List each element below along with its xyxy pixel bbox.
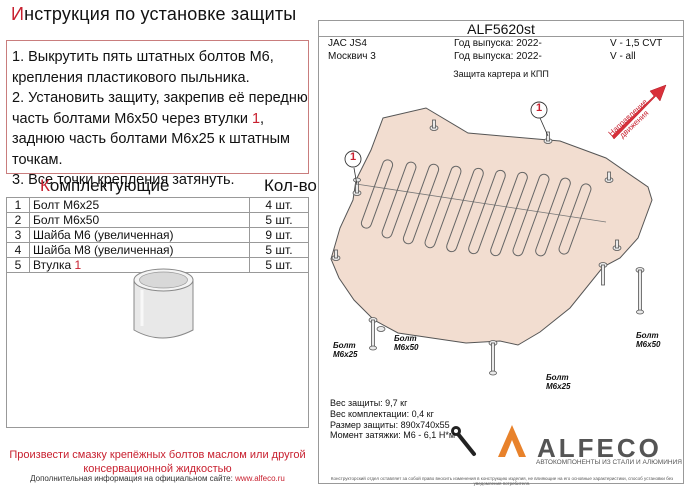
website-link[interactable]: www.alfeco.ru [235,474,285,483]
step-2: 2. Установить защиту, закрепив её передн… [12,90,308,168]
bolt-lower-2 [598,262,608,286]
page-title: Инструкция по установке защиты [11,4,297,24]
qty-title: Кол-во [264,176,317,195]
product-code: ALF5620st [467,21,535,37]
instructions-box [6,40,309,174]
bolt-top-2 [543,131,553,144]
protection-plate [330,107,653,346]
kit-title: Комплектующие [40,176,170,195]
spec-torque: Момент затяжки: М6 - 6,1 Н*м [330,430,456,441]
vehicle-engine-2: V - all [610,51,636,62]
vehicle-year-2: Год выпуска: 2022- [454,51,542,62]
spec-weight: Вес защиты: 9,7 кг [330,398,408,408]
instruction-steps: 1. Выкрутить пять штатных болтов М6, кре… [12,47,308,191]
brand-tagline: АВТОКОМПОНЕНТЫ ИЗ СТАЛИ И АЛЮМИНИЯ [536,459,682,466]
bolt-bottom-1 [488,340,498,376]
alfeco-logo-icon [498,425,526,457]
spec-kit-weight: Вес комплектации: 0,4 кг [330,408,434,419]
bushing-illustration [133,268,194,339]
step-2-callout-number: 1 [251,110,261,127]
website-info: Дополнительная информация на официальном… [30,474,285,483]
callout-number-1: 1 [349,151,357,163]
direction-arrow-icon [611,84,667,140]
brand-name: ALFECO [537,433,662,463]
callout-number-2: 1 [535,102,543,114]
bolt-lower-3 [635,267,645,315]
bolts [331,119,645,376]
bolt-left-1 [331,249,341,261]
bolt-bottom-2 [376,326,386,332]
spec-size: Размер защиты: 890х740х55 [330,419,450,430]
kit-illustration-area [6,254,309,428]
drawing-subtitle: Защита картера и КПП [453,69,549,79]
vehicle-year-1: Год выпуска: 2022- [454,38,542,49]
wrench-icon [451,426,476,456]
bolt-right-1 [604,171,614,183]
specifications: Вес защиты: 9,7 кг Вес комплектации: 0,4… [330,398,455,441]
vehicle-engine-1: V - 1,5 CVT [610,38,663,49]
bolt-top-1 [429,119,439,131]
step-1: 1. Выкрутить пять штатных болтов М6, кре… [12,49,274,86]
step-3: 3. Все точки крепления затянуть. [12,172,235,188]
disclaimer: Конструкторский отдел оставляет за собой… [330,476,674,486]
vehicle-model-2: Москвич 3 [328,51,376,62]
header-divider [318,36,684,37]
vehicle-model-1: JAC JS4 [328,38,367,49]
drawing-frame [318,20,684,484]
lubrication-warning: Произвести смазку крепёжных болтов масло… [9,449,306,475]
bolt-front-1 [352,177,362,196]
callout-circles [344,101,549,186]
bolt-right-2 [612,239,622,251]
bolt-lower-1 [368,317,378,351]
ventilation-slots [360,159,592,257]
